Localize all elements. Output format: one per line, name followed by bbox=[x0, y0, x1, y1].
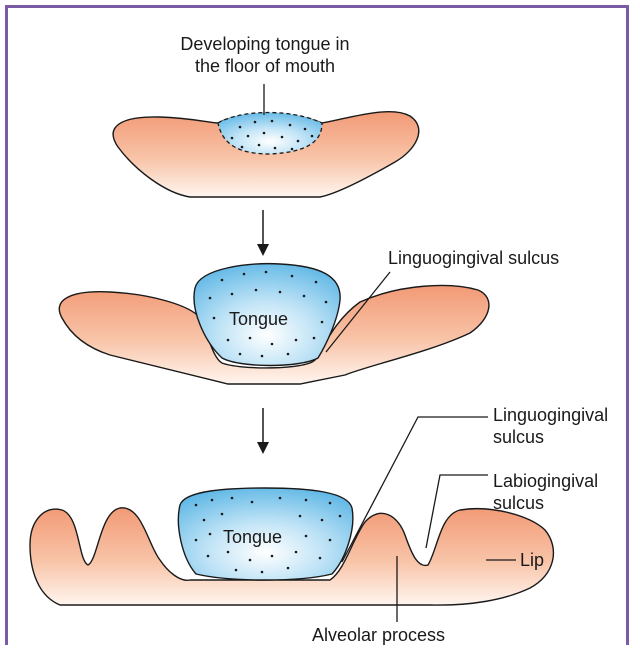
panel-2-tongue-label: Tongue bbox=[229, 308, 288, 330]
panel-3-alveolar-label: Alveolar process bbox=[312, 624, 445, 646]
panel-3-lingual-label: Linguogingival sulcus bbox=[493, 404, 608, 448]
panel-3-lip-label: Lip bbox=[520, 549, 544, 571]
panel-3-lingual-line2: sulcus bbox=[493, 426, 608, 448]
panel-3-labial-line2: sulcus bbox=[493, 492, 598, 514]
panel-1-label-line2: the floor of mouth bbox=[140, 55, 390, 77]
panel-3-lingual-line1: Linguogingival bbox=[493, 404, 608, 426]
panel-3-labial-label: Labiogingival sulcus bbox=[493, 470, 598, 514]
panel-1-label-line1: Developing tongue in bbox=[140, 33, 390, 55]
arrow-1 bbox=[257, 210, 269, 256]
panel-2-sulcus-label: Linguogingival sulcus bbox=[388, 247, 559, 269]
panel-3-tongue-label: Tongue bbox=[223, 526, 282, 548]
panel-3-labial-line1: Labiogingival bbox=[493, 470, 598, 492]
panel-1-label: Developing tongue in the floor of mouth bbox=[140, 33, 390, 77]
panel-1-floor-of-mouth bbox=[113, 84, 419, 197]
arrow-2 bbox=[257, 408, 269, 454]
panel-3-sulci-formed bbox=[30, 417, 553, 622]
